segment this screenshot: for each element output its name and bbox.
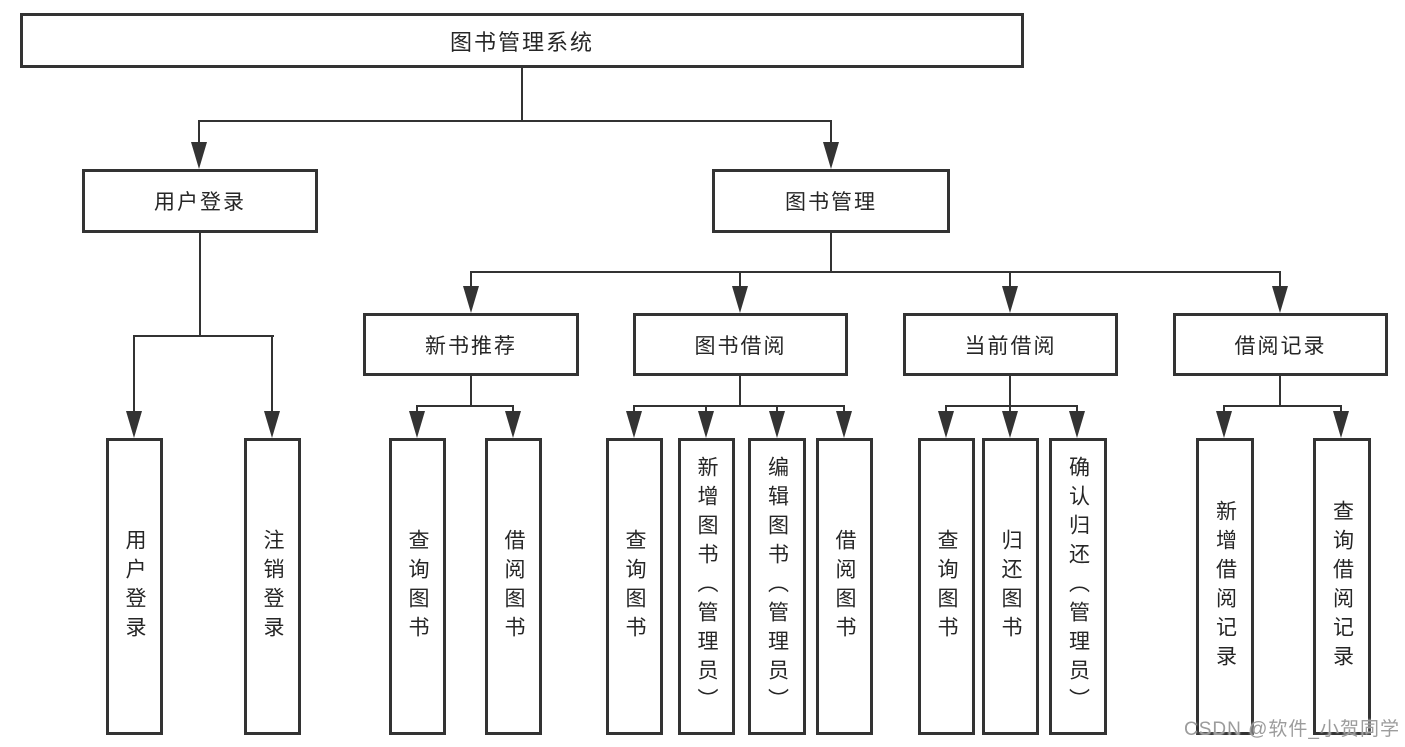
leaf-query-books-current: 查询图书 [918,438,975,735]
node-label: 图书借阅 [694,334,787,358]
tree-connector-line [1223,405,1225,415]
leaf-label: 查询图书 [623,528,646,645]
leaf-query-borrow-record: 查询借阅记录 [1313,438,1371,735]
leaf-borrow-books-recommend: 借阅图书 [485,438,542,735]
csdn-watermark: CSDN @软件_小贺同学 [1184,719,1400,740]
leaf-label: 新增借阅记录 [1213,499,1237,674]
tree-connector-line [830,120,832,146]
leaf-label: 新增图书（管理员） [695,456,718,717]
node-label: 用户登录 [154,191,246,214]
tree-connector-line [830,233,832,273]
leaf-query-books-recommend: 查询图书 [389,438,446,735]
node-new-book-recommend: 新书推荐 [363,313,579,376]
arrowhead-down-icon [1069,411,1085,438]
tree-connector-line [512,405,514,415]
node-library-management-system: 图书管理系统 [20,13,1024,68]
node-label: 图书管理系统 [449,29,594,55]
leaf-label: 确认归还（管理员） [1066,456,1090,717]
node-borrowing-records: 借阅记录 [1173,313,1388,376]
arrowhead-down-icon [732,286,748,313]
tree-connector-line [470,376,472,407]
leaf-label: 编辑图书（管理员） [765,456,789,717]
tree-connector-line [133,335,274,337]
leaf-label: 注销登录 [261,528,284,645]
arrowhead-down-icon [1002,411,1018,438]
leaf-label: 查询借阅记录 [1330,499,1354,674]
tree-connector-line [416,405,418,415]
tree-connector-line [739,271,741,289]
node-user-login: 用户登录 [82,169,318,233]
node-book-borrowing: 图书借阅 [633,313,848,376]
node-label: 图书管理 [785,191,877,214]
tree-connector-line [705,405,707,415]
arrowhead-down-icon [1333,411,1349,438]
node-label: 当前借阅 [964,334,1057,358]
leaf-logout: 注销登录 [244,438,301,735]
tree-connector-line [945,405,1077,407]
leaf-label: 借阅图书 [833,528,856,645]
node-label: 新书推荐 [425,334,517,358]
leaf-label: 查询图书 [935,528,958,645]
node-label: 借阅记录 [1234,334,1327,358]
arrowhead-down-icon [938,411,954,438]
node-current-borrowing: 当前借阅 [903,313,1118,376]
tree-connector-line [199,233,201,337]
arrowhead-down-icon [505,411,521,438]
leaf-confirm-return-admin: 确认归还（管理员） [1049,438,1107,735]
tree-connector-line [1009,376,1011,407]
arrowhead-down-icon [191,142,207,169]
arrowhead-down-icon [698,411,714,438]
arrowhead-down-icon [1272,286,1288,313]
tree-connector-line [1076,405,1078,415]
leaf-user-login: 用户登录 [106,438,163,735]
leaf-add-borrow-record: 新增借阅记录 [1196,438,1254,735]
arrowhead-down-icon [823,142,839,169]
node-book-management: 图书管理 [712,169,950,233]
arrowhead-down-icon [626,411,642,438]
arrowhead-down-icon [836,411,852,438]
arrowhead-down-icon [1002,286,1018,313]
tree-connector-line [633,405,845,407]
tree-connector-line [1279,376,1281,407]
tree-connector-line [1223,405,1341,407]
tree-connector-line [198,120,832,122]
leaf-label: 查询图书 [406,528,429,645]
tree-connector-line [470,271,1281,273]
tree-connector-line [1009,271,1011,289]
leaf-label: 借阅图书 [502,528,525,645]
tree-connector-line [271,335,273,415]
leaf-edit-books-admin: 编辑图书（管理员） [748,438,806,735]
leaf-query-books-borrowing: 查询图书 [606,438,663,735]
arrowhead-down-icon [126,411,142,438]
arrowhead-down-icon [463,286,479,313]
tree-connector-line [633,405,635,415]
tree-connector-line [521,67,523,121]
leaf-add-books-admin: 新增图书（管理员） [678,438,735,735]
leaf-label: 归还图书 [999,528,1022,645]
tree-connector-line [133,335,135,415]
leaf-label: 用户登录 [123,528,146,645]
tree-connector-line [470,271,472,289]
tree-connector-line [945,405,947,415]
tree-connector-line [776,405,778,415]
tree-connector-line [416,405,514,407]
tree-connector-line [843,405,845,415]
leaf-borrow-books: 借阅图书 [816,438,873,735]
tree-connector-line [739,376,741,407]
arrowhead-down-icon [769,411,785,438]
tree-connector-line [1009,405,1011,415]
tree-connector-line [198,120,200,146]
arrowhead-down-icon [1216,411,1232,438]
leaf-return-books: 归还图书 [982,438,1039,735]
arrowhead-down-icon [409,411,425,438]
tree-connector-line [1279,271,1281,289]
arrowhead-down-icon [264,411,280,438]
tree-connector-line [1340,405,1342,415]
